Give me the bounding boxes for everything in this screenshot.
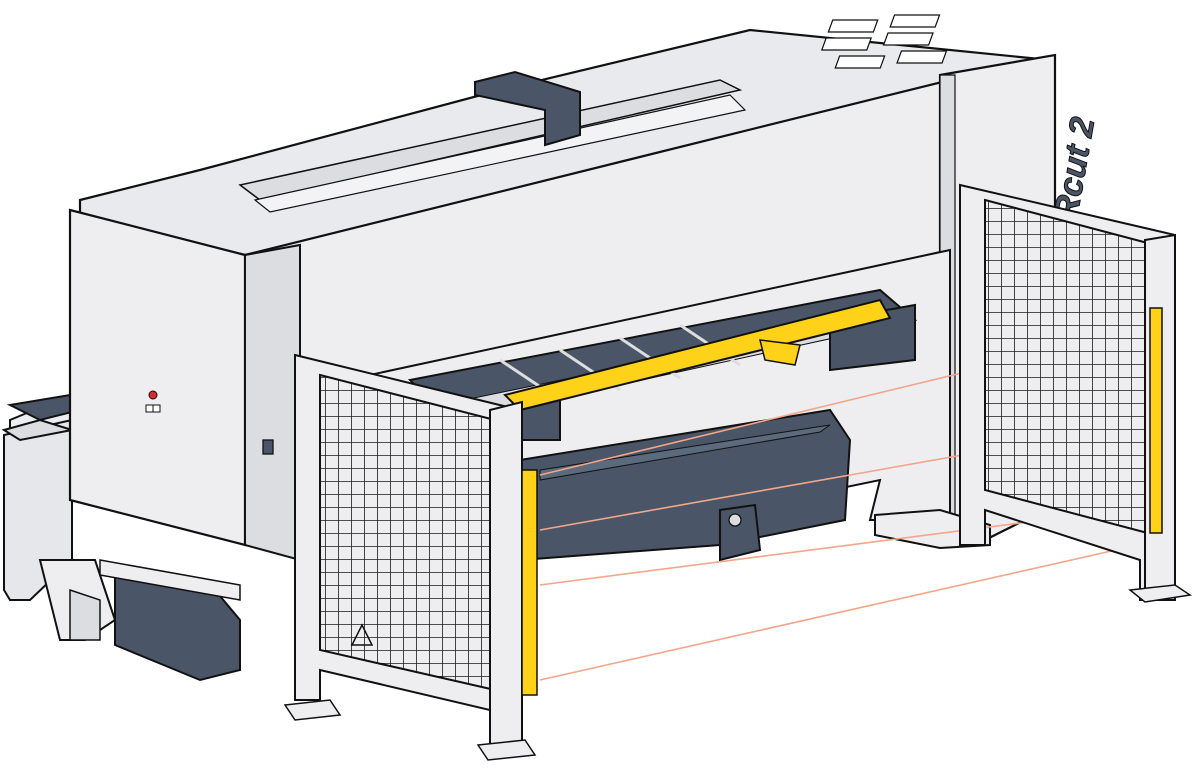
scrap-trough [519, 408, 852, 562]
left-base [1, 393, 117, 641]
key-switch-icon[interactable] [262, 439, 274, 455]
left-light-curtain [521, 469, 538, 696]
button-panel[interactable] [145, 404, 161, 413]
red-indicator-icon [148, 390, 158, 400]
top-vents [820, 14, 948, 69]
top-beam [78, 14, 1052, 392]
warning-triangle-icon [350, 623, 374, 646]
lower-drive-housing [99, 559, 241, 682]
left-safety-fence [283, 353, 538, 761]
right-safety-fence [959, 183, 1193, 603]
control-cabinet [68, 208, 301, 562]
top-clamp-block [474, 70, 581, 147]
right-light-curtain [1149, 307, 1163, 534]
